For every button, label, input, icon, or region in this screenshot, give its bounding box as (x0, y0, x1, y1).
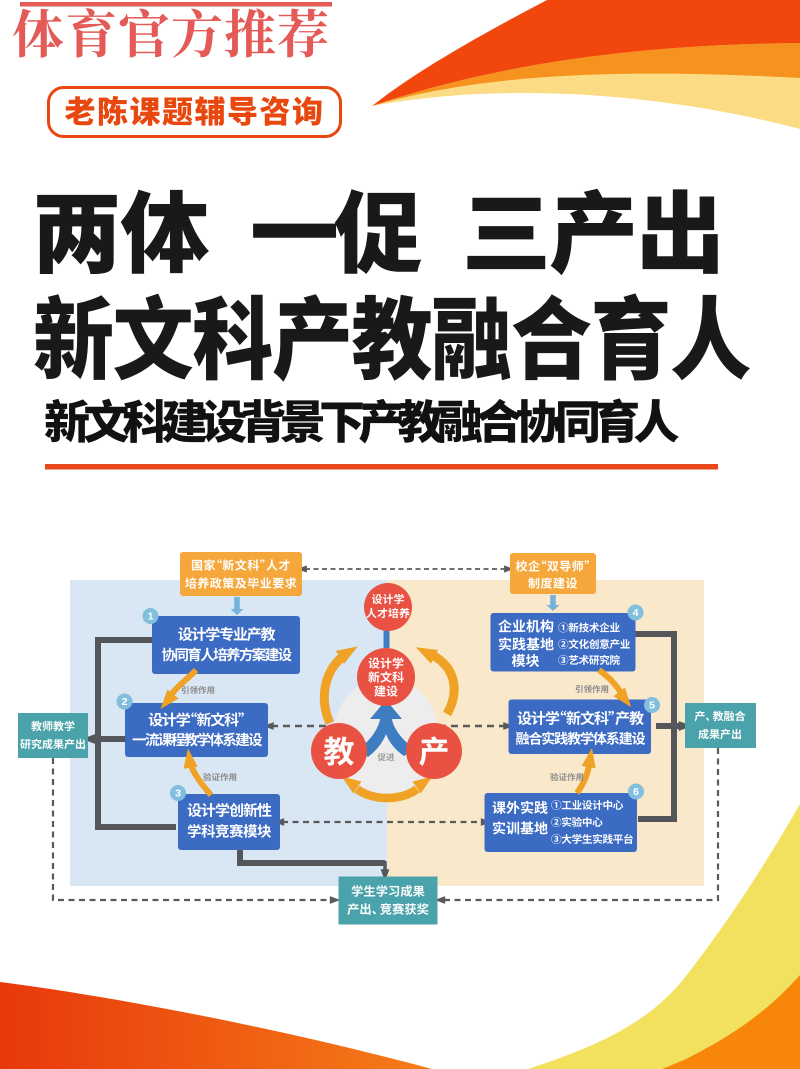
svg-text:4: 4 (633, 607, 639, 619)
svg-text:2: 2 (122, 696, 128, 708)
svg-text:1: 1 (148, 611, 154, 623)
svg-text:5: 5 (649, 700, 655, 712)
svg-text:3: 3 (175, 788, 181, 800)
svg-text:6: 6 (633, 786, 639, 798)
